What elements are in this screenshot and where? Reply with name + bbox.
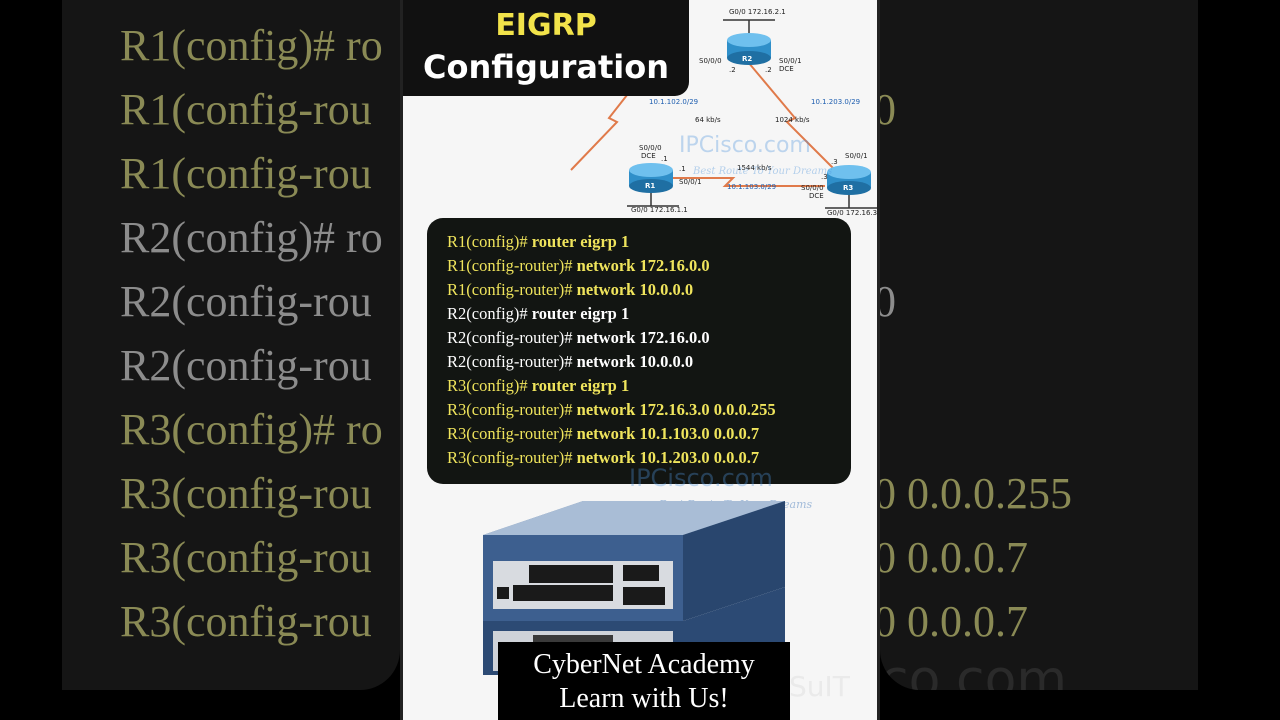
- code-command: network 10.0.0.0: [576, 280, 694, 299]
- video-frame: R2 R1 R3 G0/0 172.16.2.1 S0/0/0 .2 .2 S0…: [400, 0, 880, 720]
- bg-right-line: 0 0.0.0.7: [880, 533, 1028, 582]
- r1-dot-label: .1: [679, 165, 686, 173]
- bg-left-line: R2(config-rou: [120, 341, 372, 390]
- code-command: network 10.1.203.0 0.0.0.7: [576, 448, 760, 467]
- code-command: router eigrp 1: [531, 376, 630, 395]
- watermark-tagline: Best Route To Your Dreams: [692, 166, 832, 177]
- code-line: R2(config-router)# network 172.16.0.0: [447, 326, 851, 350]
- bg-right-line: 0: [880, 85, 896, 134]
- code-command: router eigrp 1: [531, 232, 630, 251]
- code-line: R3(config)# router eigrp 1: [447, 374, 851, 398]
- code-prompt: R3(config)#: [447, 376, 528, 395]
- r3-label: R3: [843, 184, 853, 192]
- code-command: router eigrp 1: [531, 304, 630, 323]
- code-line: R3(config-router)# network 172.16.3.0 0.…: [447, 398, 851, 422]
- bg-left-line: R3(config-rou: [120, 597, 372, 646]
- code-command: network 10.0.0.0: [576, 352, 694, 371]
- r2-dot-label: .2: [765, 66, 772, 74]
- r2-dce-label: DCE: [779, 65, 794, 73]
- watermark-brand: IPCisco.com: [629, 464, 773, 492]
- bg-left-line: R1(config)# ro: [120, 21, 383, 70]
- r2-s001-label: S0/0/1: [779, 57, 802, 65]
- r3-dce-label: DCE: [809, 192, 824, 200]
- blurred-background-left: R1(config)# ro R1(config-rou R1(config-r…: [62, 0, 400, 690]
- code-prompt: R1(config)#: [447, 232, 528, 251]
- channel-caption: CyberNet Academy Learn with Us!: [498, 642, 790, 720]
- router-r3-icon: [827, 165, 871, 195]
- bg-left-line: R3(config-rou: [120, 469, 372, 518]
- code-prompt: R2(config)#: [447, 304, 528, 323]
- link-r2-r3: [747, 61, 834, 169]
- code-prompt: R1(config-router)#: [447, 280, 573, 299]
- code-command: network 172.16.0.0: [576, 328, 710, 347]
- r3-s001-label: S0/0/1: [845, 152, 868, 160]
- caption-line-1: CyberNet Academy: [533, 649, 755, 680]
- r2-g0-label: G0/0 172.16.2.1: [729, 8, 786, 16]
- code-line: R3(config-router)# network 10.1.203.0 0.…: [447, 446, 851, 470]
- r1-dot-label: .1: [661, 155, 668, 163]
- code-prompt: R3(config-router)#: [447, 424, 573, 443]
- r3-dot-label: .3: [821, 173, 828, 181]
- code-line: R1(config-router)# network 172.16.0.0: [447, 254, 851, 278]
- code-line: R2(config-router)# network 10.0.0.0: [447, 350, 851, 374]
- code-line: R3(config-router)# network 10.1.103.0 0.…: [447, 422, 851, 446]
- r2-s000-label: S0/0/0: [699, 57, 722, 65]
- r1-s001-label: S0/0/1: [679, 178, 702, 186]
- bg-left-line: R2(config)# ro: [120, 213, 383, 262]
- title-banner: EIGRP Configuration: [403, 0, 689, 96]
- blurred-background-right: 0 0 0 0.0.0.255 0 0.0.0.7 0 0.0.0.7 co.c…: [880, 0, 1198, 690]
- code-prompt: R3(config-router)#: [447, 400, 573, 419]
- bg-right-line: 0 0.0.0.255: [880, 469, 1072, 518]
- net-r1r2-label: 10.1.102.0/29: [649, 98, 698, 106]
- bg-left-line: R1(config-rou: [120, 149, 372, 198]
- code-command: network 172.16.0.0: [576, 256, 710, 275]
- bg-left-line: R2(config-rou: [120, 277, 372, 326]
- title-line-2: Configuration: [422, 48, 670, 86]
- bg-right-watermark: co.com: [880, 650, 1068, 690]
- r2-label: R2: [742, 55, 752, 63]
- bg-right-line: 0: [880, 277, 896, 326]
- r3-g0-label: G0/0 172.16.3.1: [827, 209, 880, 217]
- code-line: R1(config)# router eigrp 1: [447, 230, 851, 254]
- r2-dot-label: .2: [729, 66, 736, 74]
- net-r2r3-label: 10.1.203.0/29: [811, 98, 860, 106]
- code-prompt: R3(config-router)#: [447, 448, 573, 467]
- code-command: network 172.16.3.0 0.0.0.255: [576, 400, 776, 419]
- code-prompt: R2(config-router)#: [447, 352, 573, 371]
- watermark-brand: IPCisco.com: [679, 133, 811, 158]
- bg-left-line: R1(config-rou: [120, 85, 372, 134]
- network-topology-diagram: R2 R1 R3 G0/0 172.16.2.1 S0/0/0 .2 .2 S0…: [570, 8, 880, 217]
- code-command: network 10.1.103.0 0.0.0.7: [576, 424, 760, 443]
- code-prompt: R2(config-router)#: [447, 328, 573, 347]
- net-r1r3-label: 10.1.103.0/29: [727, 183, 776, 191]
- code-prompt: R1(config-router)#: [447, 256, 573, 275]
- caption-line-2: Learn with Us!: [559, 683, 729, 714]
- r3-s000-label: S0/0/0: [801, 184, 824, 192]
- bw-r1r2-label: 64 kb/s: [695, 116, 721, 124]
- r1-g0-label: G0/0 172.16.1.1: [631, 206, 688, 214]
- bw-r2r3-label: 1024 kb/s: [775, 116, 810, 124]
- r1-dce-label: DCE: [641, 152, 656, 160]
- title-line-1: EIGRP: [495, 8, 597, 43]
- link-r1-r3: [671, 177, 825, 187]
- bg-left-line: R3(config-rou: [120, 533, 372, 582]
- r3-dot-label: .3: [831, 158, 838, 166]
- code-line: R1(config-router)# network 10.0.0.0: [447, 278, 851, 302]
- r1-label: R1: [645, 182, 655, 190]
- code-line: R2(config)# router eigrp 1: [447, 302, 851, 326]
- r1-s000-label: S0/0/0: [639, 144, 662, 152]
- bg-right-line: 0 0.0.0.7: [880, 597, 1028, 646]
- bw-r1r3-label: 1544 kb/s: [737, 164, 772, 172]
- router-r1-icon: [629, 163, 673, 193]
- router-r2-icon: [727, 33, 771, 65]
- bg-left-line: R3(config)# ro: [120, 405, 383, 454]
